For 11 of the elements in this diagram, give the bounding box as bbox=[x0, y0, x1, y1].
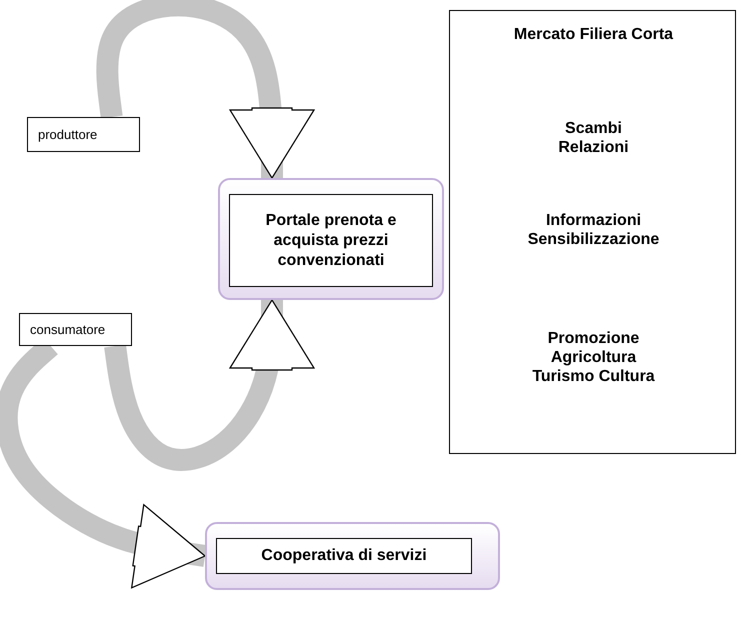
label-box: consumatore bbox=[19, 313, 132, 346]
info-panel bbox=[449, 10, 736, 454]
rounded-panel bbox=[218, 178, 444, 300]
topic-list: Scambi Relazioni bbox=[534, 119, 654, 158]
label-box: produttore bbox=[27, 117, 140, 152]
topic-list: Informazioni Sensibilizzazione bbox=[494, 211, 694, 250]
topic-list: Promozione Agricoltura Turismo Cultura bbox=[524, 329, 664, 387]
process-label: Cooperativa di servizi bbox=[216, 538, 472, 574]
process-label: Portale prenota e acquista prezzi convenzionati bbox=[229, 194, 433, 287]
rounded-panel bbox=[205, 522, 500, 590]
panel-heading: Mercato Filiera Corta bbox=[512, 25, 674, 44]
